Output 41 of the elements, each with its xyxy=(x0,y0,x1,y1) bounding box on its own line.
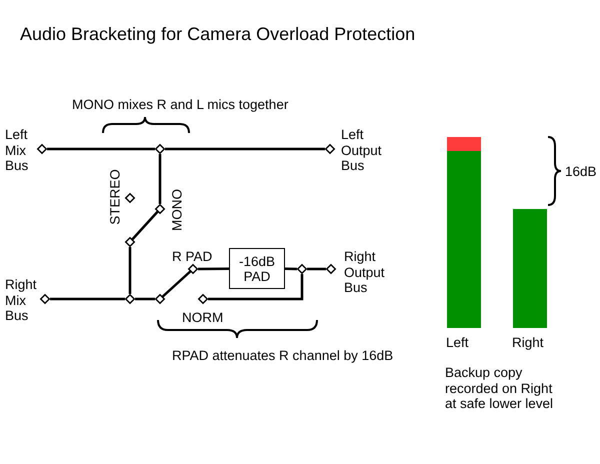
wire xyxy=(198,267,229,270)
bus-label: Right Mix Bus xyxy=(5,277,38,324)
switch-label: NORM xyxy=(182,310,224,326)
bus-label: Right Output Bus xyxy=(344,249,386,296)
switch-contact xyxy=(188,264,198,274)
wire xyxy=(307,268,326,270)
bar-label: Left xyxy=(446,335,469,350)
bus-label: Left Mix Bus xyxy=(5,127,30,174)
attenuator-block: -16dB PAD xyxy=(229,248,285,289)
junction xyxy=(125,294,135,304)
switch-contact xyxy=(125,193,135,203)
switch-pivot xyxy=(155,294,165,304)
junction xyxy=(155,144,165,154)
note: MONO mixes R and L mics together xyxy=(72,97,288,112)
note: Backup copy recorded on Right at safe lower level xyxy=(445,365,554,412)
wire xyxy=(284,268,298,270)
terminal xyxy=(325,144,335,154)
wire xyxy=(47,148,155,150)
wire xyxy=(50,298,125,300)
switch-blade xyxy=(162,270,192,298)
note: RPAD attenuates R channel by 16dB xyxy=(172,348,394,364)
terminal xyxy=(40,294,50,304)
switch-pivot xyxy=(125,237,135,247)
wire xyxy=(208,274,304,300)
switch-contact xyxy=(155,204,165,214)
wire xyxy=(158,154,162,204)
switch-contact xyxy=(198,294,208,304)
terminal xyxy=(37,144,47,154)
bus-label: Left Output Bus xyxy=(341,127,383,174)
switch-label: MONO xyxy=(169,189,185,231)
switch-label: R PAD xyxy=(172,249,212,264)
switch-label: STEREO xyxy=(107,169,123,225)
terminal xyxy=(326,264,336,274)
brace-label: 16dB xyxy=(565,164,597,180)
wire xyxy=(165,148,325,150)
bar-label: Right xyxy=(512,335,544,350)
wire xyxy=(128,247,132,294)
wire xyxy=(135,298,155,300)
junction xyxy=(297,264,307,274)
title: Audio Bracketing for Camera Overload Protection xyxy=(20,24,416,45)
switch-blade xyxy=(131,210,159,240)
